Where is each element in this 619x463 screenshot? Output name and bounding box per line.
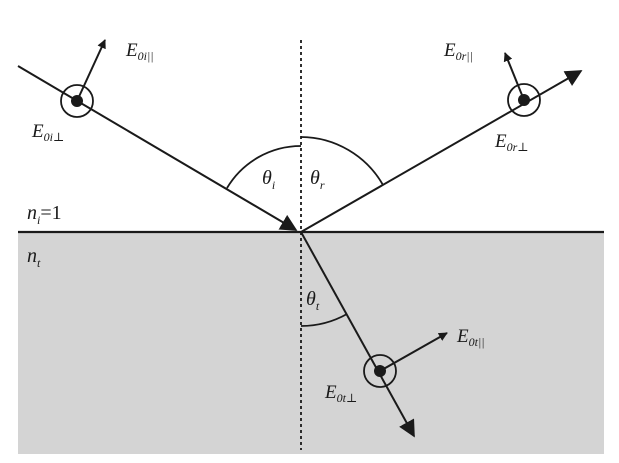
transmitted-perpendicular-field-label: E0t⊥ — [324, 382, 357, 405]
transmitted-ray — [300, 231, 415, 438]
reflected-parallel-field-arrow — [503, 52, 525, 101]
incident-parallel-field-arrow — [76, 39, 106, 102]
angle-label-reflection: θr — [310, 167, 325, 192]
incident-perpendicular-field-label: E0i⊥ — [31, 121, 64, 144]
reflected-parallel-field-label: E0r|| — [443, 40, 473, 63]
transmitted-medium-label: nt — [27, 245, 41, 270]
angle-arc-reflection — [300, 136, 384, 186]
angle-label-incidence: θi — [262, 167, 275, 192]
incident-medium-label: ni=1 — [27, 202, 62, 227]
angle-label-transmission: θt — [306, 288, 320, 313]
angle-arc-incidence — [226, 145, 302, 189]
transmitted-parallel-field-label: E0t|| — [456, 326, 485, 349]
incident-parallel-field-label: E0i|| — [125, 40, 154, 63]
transmitted-parallel-field-arrow — [379, 332, 448, 372]
reflected-ray — [300, 70, 583, 233]
incident-ray — [17, 65, 298, 231]
reflected-perpendicular-field-label: E0r⊥ — [494, 131, 529, 154]
transmitted-medium-region — [18, 232, 604, 454]
angle-arc-transmission — [300, 313, 348, 327]
